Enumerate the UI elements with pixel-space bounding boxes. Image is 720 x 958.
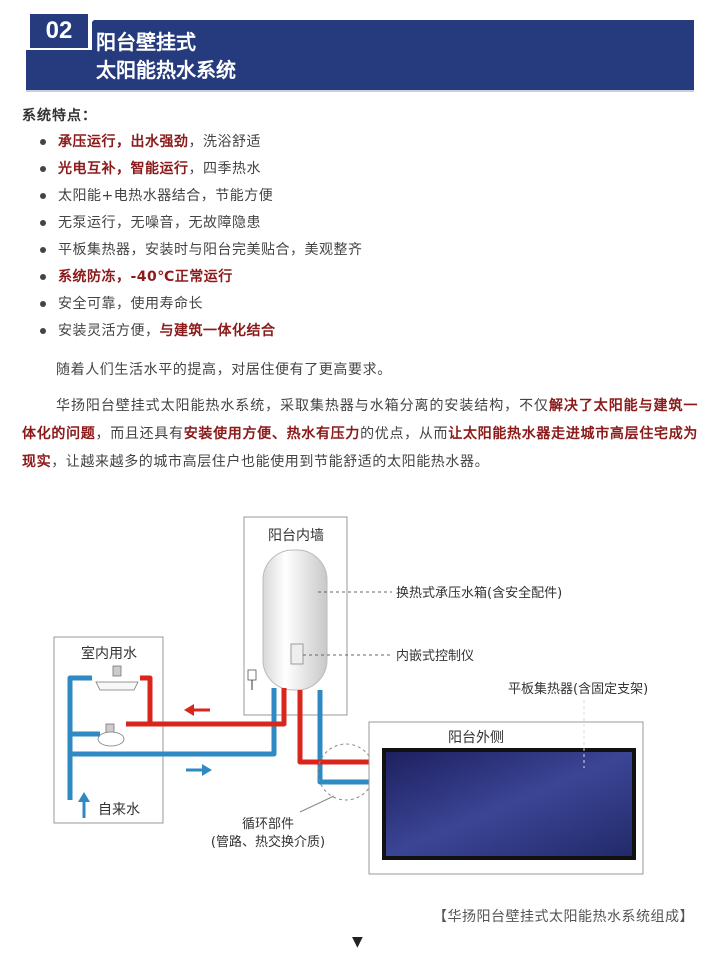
description-paragraph: 华扬阳台壁挂式太阳能热水系统，采取集热器与水箱分离的安装结构，不仅解决了太阳能与…: [22, 392, 698, 476]
para-text: 华扬阳台壁挂式太阳能热水系统，采取集热器与水箱分离的安装结构，不仅: [56, 398, 549, 414]
bullet-icon: [40, 139, 46, 145]
para-highlight: 让太阳能热水器走进城市高层住宅成为现实: [22, 426, 699, 470]
hot-water-pipes: [126, 675, 384, 765]
bullet-icon: [40, 301, 46, 307]
system-diagram: 阳台内墙 换热式承压水箱(含安全配件) 内嵌式控制仪 室内用水: [53, 516, 648, 875]
bullet-icon: [40, 247, 46, 253]
bullet-icon: [40, 220, 46, 226]
feature-text: 平板集热器，安装时与阳台完美贴合，美观整齐: [58, 242, 363, 258]
circulation-leader-line: [299, 795, 335, 813]
outlet-socket-icon: [247, 669, 257, 681]
tap-water-arrow-icon: [78, 792, 90, 818]
features-list: 承压运行，出水强劲，洗浴舒适 光电互补，智能运行，四季热水 太阳能+电热水器结合…: [40, 130, 363, 346]
feature-text: 安装灵活方便，: [58, 323, 160, 339]
down-arrow-icon[interactable]: ▼: [352, 934, 363, 950]
circulation-highlight-circle: [317, 743, 375, 801]
feature-text: 无泵运行，无噪音，无故障隐患: [58, 215, 261, 231]
bullet-icon: [40, 193, 46, 199]
section-title: 阳台壁挂式 太阳能热水系统: [96, 28, 236, 84]
hot-flow-arrow-icon: [184, 704, 210, 716]
para-highlight: 解决了太阳能与建筑一体化的问题: [22, 398, 698, 442]
shower-icon: [95, 665, 139, 691]
para-text: ，让越来越多的城市高层住户也能使用到节能舒适的太阳能热水器。: [51, 454, 490, 470]
feature-item: 无泵运行，无噪音，无故障隐患: [40, 211, 363, 238]
feature-text: ，洗浴舒适: [188, 134, 261, 150]
feature-text: 太阳能+电热水器结合，节能方便: [58, 188, 274, 204]
feature-item: 平板集热器，安装时与阳台完美贴合，美观整齐: [40, 238, 363, 265]
feature-text: 安全可靠，使用寿命长: [58, 296, 203, 312]
intro-paragraph: 随着人们生活水平的提高，对居住便有了更高要求。: [56, 362, 392, 378]
section-number: 02: [30, 14, 88, 48]
feature-highlight: 承压运行，出水强劲: [58, 134, 189, 150]
para-highlight: 安装使用方便、热水有压力: [183, 426, 361, 442]
water-tank: [262, 549, 328, 691]
feature-item: 安装灵活方便，与建筑一体化结合: [40, 319, 363, 346]
feature-item: 安全可靠，使用寿命长: [40, 292, 363, 319]
faucet-icon: [97, 723, 125, 747]
controller-label: 内嵌式控制仪: [396, 648, 474, 664]
para-text: ，而且还具有: [95, 426, 184, 442]
collector-label: 平板集热器(含固定支架): [508, 681, 648, 697]
tank-label: 换热式承压水箱(含安全配件): [396, 585, 562, 601]
outside-label: 阳台外侧: [448, 730, 504, 746]
feature-item: 光电互补，智能运行，四季热水: [40, 157, 363, 184]
section-banner: 02 阳台壁挂式 太阳能热水系统: [26, 10, 694, 90]
feature-highlight: 光电互补，智能运行: [58, 161, 189, 177]
section-number-box: 02: [26, 10, 92, 50]
feature-highlight: 与建筑一体化结合: [159, 323, 276, 339]
section-title-line2: 太阳能热水系统: [96, 58, 236, 82]
collector-panel: [386, 752, 632, 856]
circulation-label-line2: (管路、热交换介质): [211, 834, 325, 850]
feature-item: 太阳能+电热水器结合，节能方便: [40, 184, 363, 211]
features-heading: 系统特点：: [22, 108, 97, 124]
feature-item: 承压运行，出水强劲，洗浴舒适: [40, 130, 363, 157]
controller-panel: [290, 643, 304, 665]
para-text: 的优点，从而: [360, 426, 449, 442]
feature-highlight: 系统防冻，-40℃正常运行: [58, 269, 233, 285]
banner-underline: [26, 90, 694, 92]
feature-text: ，四季热水: [188, 161, 261, 177]
inner-wall-label: 阳台内墙: [268, 528, 324, 544]
bullet-icon: [40, 328, 46, 334]
section-title-line1: 阳台壁挂式: [96, 30, 196, 54]
diagram-caption: 【华扬阳台壁挂式太阳能热水系统组成】: [433, 909, 694, 925]
feature-item: 系统防冻，-40℃正常运行: [40, 265, 363, 292]
cold-flow-arrow-icon: [186, 764, 212, 776]
tap-water-label: 自来水: [98, 802, 140, 818]
bullet-icon: [40, 166, 46, 172]
indoor-water-label: 室内用水: [81, 645, 137, 662]
banner-corner-decoration: [92, 10, 104, 22]
circulation-label-line1: 循环部件: [242, 817, 294, 832]
bullet-icon: [40, 274, 46, 280]
